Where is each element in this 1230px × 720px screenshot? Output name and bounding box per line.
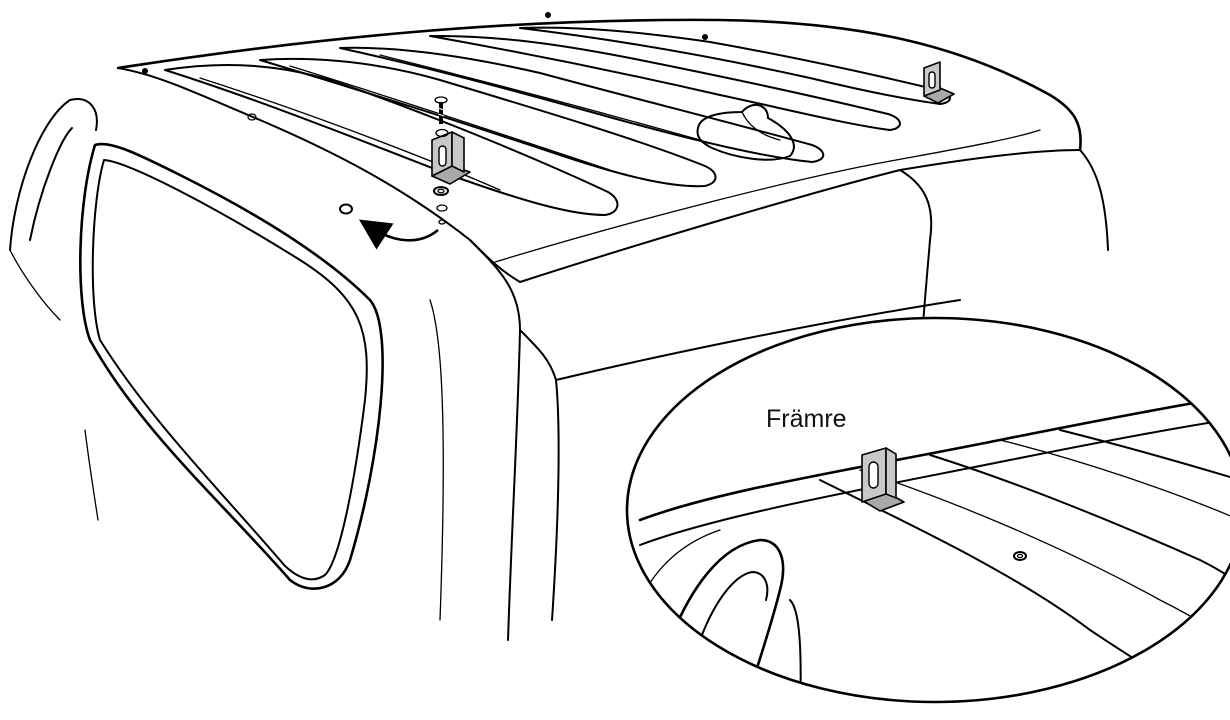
side-window-front: [79, 142, 384, 590]
callout-label: Främre: [766, 405, 847, 433]
body-side: [469, 239, 521, 641]
detail-lens: Främre: [625, 316, 1230, 704]
mounting-bracket-icon: [431, 131, 471, 185]
roof-outline: [116, 18, 1082, 152]
van-body: [9, 18, 1109, 641]
roof-side-seam: [519, 149, 1081, 283]
rear-pillar: [899, 169, 933, 241]
detail-lens-border: [625, 316, 1230, 704]
curved-arrow-icon: [358, 219, 439, 250]
door-frame-left: [9, 98, 98, 251]
bolt-icon: [433, 96, 449, 225]
roof-vent: [696, 103, 795, 161]
roof-ribs: [164, 26, 951, 216]
mounting-bracket-icon: [923, 61, 955, 104]
roof-holes: [142, 12, 708, 215]
